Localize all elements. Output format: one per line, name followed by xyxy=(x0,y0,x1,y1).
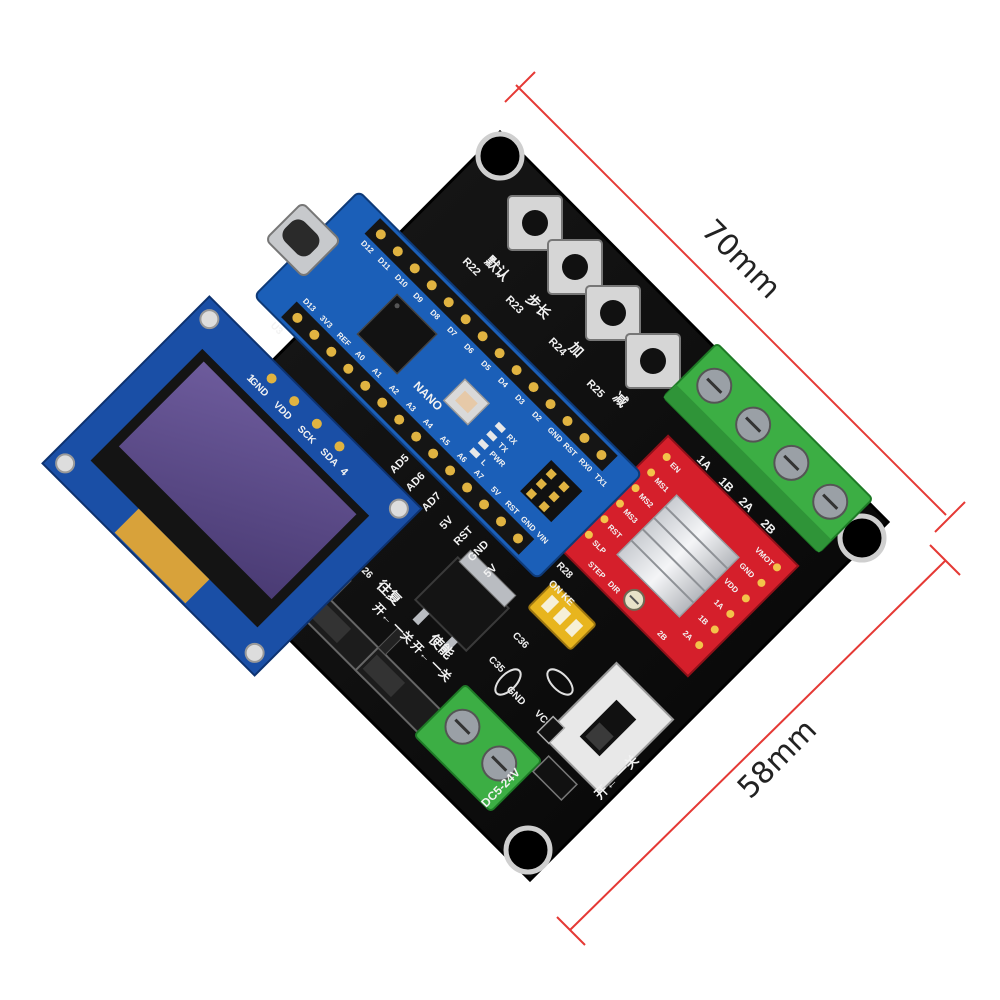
dimension-lines xyxy=(504,71,966,946)
width-dimension-label: 70mm xyxy=(694,213,787,306)
nano-reset-button[interactable] xyxy=(442,378,491,426)
mounting-hole xyxy=(837,513,887,563)
tactile-button[interactable] xyxy=(547,239,603,295)
arduino-nano-board: D12 D11 D10 D9 D8 D7 D6 D5 D4 D3 D2 GND … xyxy=(255,192,641,578)
driver-pins xyxy=(584,453,781,650)
nano-pins-bottom xyxy=(292,312,524,544)
current-potentiometer[interactable] xyxy=(620,586,648,614)
microcontroller-chip xyxy=(356,293,438,375)
terminal-screw[interactable] xyxy=(767,439,815,487)
terminal-screw[interactable] xyxy=(729,401,777,449)
oled-screen xyxy=(118,361,357,600)
mounting-hole xyxy=(475,131,525,181)
terminal-screw[interactable] xyxy=(438,703,486,751)
oled-flex-cable xyxy=(114,508,210,604)
tactile-button[interactable] xyxy=(585,285,641,341)
terminal-screw[interactable] xyxy=(806,478,854,526)
capacitor xyxy=(536,715,566,745)
voltage-regulator xyxy=(412,549,517,654)
dip-switch[interactable] xyxy=(528,582,596,650)
nano-led-label: L xyxy=(479,458,489,468)
oval-pads xyxy=(494,668,574,696)
diode xyxy=(532,755,578,801)
oled-header-pins xyxy=(266,373,345,452)
mounting-holes xyxy=(475,131,887,875)
oled-display-module: 1 GND VDD SCK SDA 4 xyxy=(41,295,423,677)
power-terminal-block xyxy=(415,685,541,811)
tactile-buttons xyxy=(507,195,681,389)
power-switch[interactable] xyxy=(541,661,675,795)
motor-terminal-block xyxy=(663,344,872,553)
tactile-button[interactable] xyxy=(625,333,681,389)
mounting-hole xyxy=(503,825,553,875)
heatsink xyxy=(616,494,740,618)
terminal-screw[interactable] xyxy=(690,362,738,410)
tactile-button[interactable] xyxy=(507,195,563,251)
nano-top-header xyxy=(281,218,618,555)
nano-pins-top xyxy=(375,229,607,461)
nano-leds xyxy=(469,421,506,459)
usb-c-port[interactable] xyxy=(266,203,341,278)
terminal-screw[interactable] xyxy=(475,740,523,788)
